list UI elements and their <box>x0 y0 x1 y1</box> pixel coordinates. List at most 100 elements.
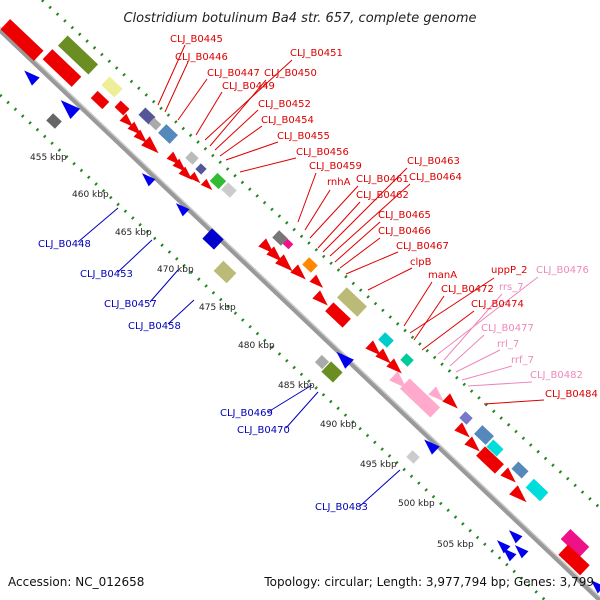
reverse-gene-label[interactable]: CLJ_B0483 <box>315 502 368 513</box>
rna-gene-label[interactable]: CLJ_B0482 <box>530 370 583 381</box>
reverse-gene[interactable] <box>56 95 81 119</box>
forward-gene-label[interactable]: CLJ_B0446 <box>175 52 228 63</box>
forward-gene-label[interactable]: CLJ_B0449 <box>222 81 275 92</box>
reverse-gene[interactable] <box>46 113 62 129</box>
forward-gene[interactable] <box>282 238 294 250</box>
forward-gene-label[interactable]: rnhA <box>327 177 351 188</box>
reverse-gene-label[interactable]: CLJ_B0453 <box>80 269 133 280</box>
forward-gene-label[interactable]: CLJ_B0464 <box>409 172 462 183</box>
forward-gene-label[interactable]: CLJ_B0455 <box>277 131 330 142</box>
forward-gene[interactable] <box>309 274 327 292</box>
forward-gene-label[interactable]: CLJ_B0461 <box>356 174 409 185</box>
reverse-gene[interactable] <box>500 545 517 562</box>
reverse-gene[interactable] <box>588 577 600 594</box>
forward-gene[interactable] <box>138 107 156 125</box>
reverse-gene-label[interactable]: CLJ_B0470 <box>237 425 290 436</box>
forward-gene[interactable] <box>400 353 414 367</box>
forward-gene[interactable] <box>195 163 207 175</box>
forward-gene[interactable] <box>509 485 531 507</box>
forward-gene[interactable] <box>386 358 405 377</box>
forward-gene[interactable] <box>525 478 549 502</box>
forward-gene[interactable] <box>486 439 504 457</box>
forward-gene[interactable] <box>185 151 199 165</box>
forward-gene[interactable] <box>221 182 237 198</box>
reverse-gene[interactable] <box>332 347 354 369</box>
forward-gene[interactable] <box>101 76 123 98</box>
forward-gene[interactable] <box>272 230 288 246</box>
forward-gene[interactable] <box>148 117 162 131</box>
forward-gene[interactable] <box>178 166 196 184</box>
forward-gene-label[interactable]: uppP_2 <box>491 265 527 276</box>
forward-gene-label[interactable]: CLJ_B0466 <box>378 226 431 237</box>
forward-gene[interactable] <box>337 287 367 317</box>
forward-gene[interactable] <box>266 246 285 265</box>
forward-gene[interactable] <box>119 113 137 131</box>
forward-gene[interactable] <box>133 129 151 147</box>
forward-gene[interactable] <box>275 254 297 276</box>
forward-gene[interactable] <box>511 461 529 479</box>
forward-gene-label[interactable]: CLJ_B0451 <box>290 48 343 59</box>
forward-gene[interactable] <box>0 19 44 61</box>
reverse-gene[interactable] <box>512 542 529 559</box>
forward-gene-label[interactable]: CLJ_B0472 <box>441 284 494 295</box>
forward-gene[interactable] <box>258 238 277 257</box>
forward-gene[interactable] <box>476 446 504 474</box>
forward-gene[interactable] <box>141 136 163 158</box>
forward-gene[interactable] <box>325 302 351 328</box>
rna-gene[interactable] <box>399 378 441 418</box>
forward-gene-label[interactable]: CLJ_B0484 <box>545 389 598 400</box>
forward-gene[interactable] <box>464 436 483 455</box>
forward-gene-label[interactable]: CLJ_B0467 <box>396 241 449 252</box>
forward-gene[interactable] <box>42 49 82 87</box>
forward-gene-label[interactable]: CLJ_B0456 <box>296 147 349 158</box>
reverse-gene[interactable] <box>494 537 511 554</box>
forward-gene[interactable] <box>442 393 461 412</box>
forward-gene[interactable] <box>302 257 318 273</box>
forward-gene-label[interactable]: CLJ_B0454 <box>261 115 314 126</box>
rna-gene[interactable] <box>428 386 447 405</box>
reverse-gene[interactable] <box>213 260 237 284</box>
forward-gene-label[interactable]: manA <box>428 270 457 281</box>
forward-gene[interactable] <box>378 332 394 348</box>
forward-gene[interactable] <box>114 100 130 116</box>
reverse-gene[interactable] <box>506 527 523 544</box>
forward-gene-label[interactable]: CLJ_B0459 <box>309 161 362 172</box>
forward-gene-label[interactable]: CLJ_B0474 <box>471 299 524 310</box>
forward-gene[interactable] <box>474 425 494 445</box>
rna-gene-label[interactable]: rrs_7 <box>499 282 524 293</box>
forward-gene-label[interactable]: clpB <box>410 257 432 268</box>
forward-gene[interactable] <box>200 178 215 193</box>
reverse-gene-label[interactable]: CLJ_B0469 <box>220 408 273 419</box>
rna-gene-label[interactable]: CLJ_B0477 <box>481 323 534 334</box>
reverse-gene[interactable] <box>173 200 190 217</box>
forward-gene-label[interactable]: CLJ_B0452 <box>258 99 311 110</box>
forward-gene-label[interactable]: CLJ_B0447 <box>207 68 260 79</box>
forward-gene[interactable] <box>500 467 519 486</box>
rna-gene-label[interactable]: rrf_7 <box>511 355 534 366</box>
forward-gene[interactable] <box>365 340 384 359</box>
forward-gene[interactable] <box>454 422 473 441</box>
forward-gene[interactable] <box>312 290 331 309</box>
forward-gene-label[interactable]: CLJ_B0450 <box>264 68 317 79</box>
reverse-gene-label[interactable]: CLJ_B0448 <box>38 239 91 250</box>
forward-gene-label[interactable]: CLJ_B0463 <box>407 156 460 167</box>
rna-gene[interactable] <box>389 371 411 393</box>
reverse-gene[interactable] <box>314 354 330 370</box>
reverse-gene[interactable] <box>406 450 420 464</box>
reverse-gene[interactable] <box>420 435 440 455</box>
forward-gene[interactable] <box>375 348 394 367</box>
reverse-gene[interactable] <box>202 228 224 250</box>
forward-gene[interactable] <box>560 528 590 558</box>
forward-gene[interactable] <box>209 172 227 190</box>
forward-gene[interactable] <box>172 158 190 176</box>
reverse-gene[interactable] <box>20 66 40 86</box>
reverse-gene[interactable] <box>139 170 156 187</box>
forward-gene-label[interactable]: CLJ_B0462 <box>356 190 409 201</box>
forward-gene[interactable] <box>90 90 110 110</box>
reverse-gene-label[interactable]: CLJ_B0457 <box>104 299 157 310</box>
forward-gene[interactable] <box>57 35 99 75</box>
rna-gene-label[interactable]: rrl_7 <box>497 339 519 350</box>
reverse-gene-label[interactable]: CLJ_B0458 <box>128 321 181 332</box>
forward-gene-label[interactable]: CLJ_B0445 <box>170 34 223 45</box>
forward-gene[interactable] <box>158 124 178 144</box>
